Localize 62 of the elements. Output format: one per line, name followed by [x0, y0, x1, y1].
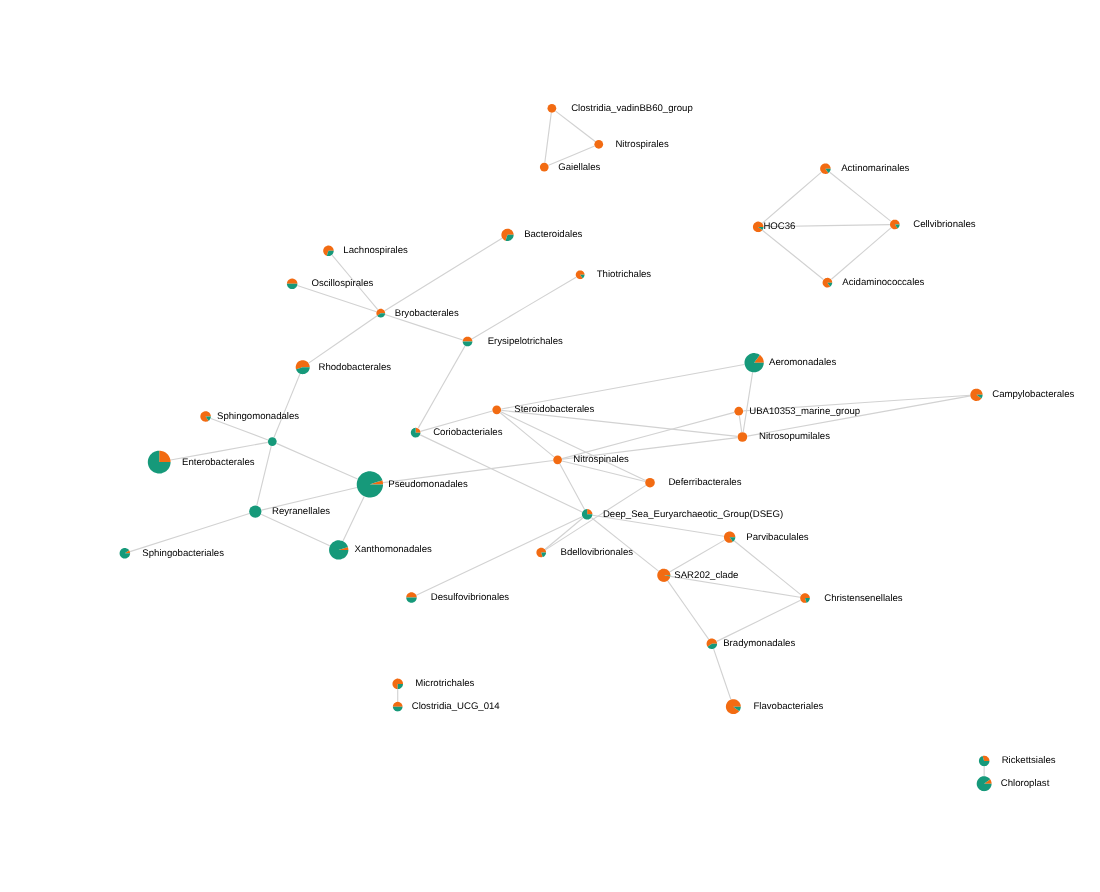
- connector: [419, 410, 493, 432]
- connector: [210, 417, 269, 441]
- connector: [668, 539, 726, 573]
- connector: [561, 460, 646, 483]
- connector: [763, 224, 891, 228]
- connector: [260, 486, 358, 511]
- connector: [559, 463, 586, 511]
- node-circle: [547, 103, 557, 113]
- connector: [331, 254, 379, 311]
- connector: [169, 441, 269, 461]
- connector: [713, 648, 732, 700]
- connector: [547, 145, 596, 166]
- connector: [500, 409, 738, 437]
- connector: [397, 688, 399, 703]
- connector: [561, 437, 738, 460]
- node-circle: [737, 432, 748, 442]
- connector: [561, 411, 735, 460]
- connector: [544, 112, 552, 164]
- node-circle: [249, 505, 262, 518]
- connector: [471, 276, 577, 340]
- connector: [415, 516, 583, 596]
- node-circle: [267, 437, 277, 446]
- connector: [308, 315, 378, 364]
- node-circle: [539, 162, 549, 172]
- connector: [555, 110, 596, 143]
- connector: [384, 314, 464, 341]
- connector: [500, 363, 745, 410]
- connector: [296, 284, 377, 313]
- connector: [260, 513, 331, 547]
- connector: [544, 517, 584, 550]
- connector: [273, 373, 301, 438]
- connector: [129, 512, 250, 553]
- node-circle: [553, 455, 562, 465]
- connector: [591, 514, 725, 537]
- connector: [382, 459, 554, 484]
- node-circle: [594, 139, 604, 149]
- connector: [746, 395, 971, 437]
- connector: [761, 229, 824, 280]
- connector: [669, 575, 801, 598]
- connector: [384, 237, 503, 312]
- connector: [742, 394, 971, 412]
- connector: [829, 171, 892, 222]
- connector: [667, 580, 710, 640]
- connector: [761, 171, 822, 224]
- connector: [716, 599, 802, 642]
- connector: [342, 495, 365, 542]
- connector: [417, 345, 466, 429]
- connector: [733, 540, 802, 596]
- connector: [419, 434, 583, 513]
- connector: [499, 412, 555, 458]
- connector: [983, 765, 985, 777]
- node-circle: [645, 477, 655, 488]
- connector: [256, 445, 272, 507]
- node-circle: [492, 405, 502, 415]
- connector: [500, 411, 647, 482]
- connector: [742, 371, 754, 433]
- connector: [738, 415, 743, 433]
- node-circle: [734, 406, 744, 416]
- connector: [590, 517, 660, 572]
- connector: [544, 484, 647, 551]
- connector: [275, 442, 359, 480]
- connector: [830, 227, 892, 280]
